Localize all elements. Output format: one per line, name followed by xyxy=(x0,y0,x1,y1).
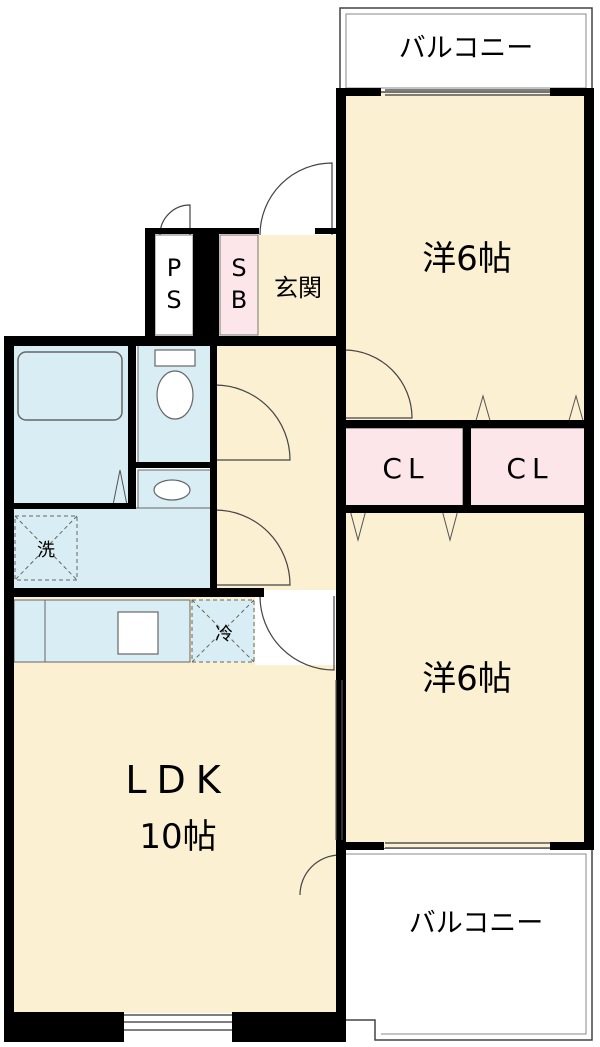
ldk-label: LDK xyxy=(125,758,230,802)
sink-bowl xyxy=(153,479,191,501)
western-room-1 xyxy=(344,93,588,425)
fridge-space xyxy=(191,599,255,663)
closet-2-label: CL xyxy=(506,452,553,485)
bathtub xyxy=(17,351,123,421)
ps-label-s: S xyxy=(166,286,181,314)
bottom-balcony-label: バルコニー xyxy=(409,908,543,939)
bottom-balcony xyxy=(340,847,593,1041)
washer-label: 洗 xyxy=(37,540,55,561)
fridge-label: 冷 xyxy=(215,624,233,645)
closet-2 xyxy=(469,427,589,507)
sb-label-s: S xyxy=(231,254,246,282)
ldk-room xyxy=(10,665,340,1013)
western-room-1-label: 洋6帖 xyxy=(422,239,512,279)
windows xyxy=(120,89,550,1031)
top-balcony xyxy=(339,7,593,93)
sb-label-b: B xyxy=(231,286,247,314)
door-swings xyxy=(159,162,413,896)
entrance-area xyxy=(258,235,340,340)
toilet-tank xyxy=(154,349,196,367)
closet-1 xyxy=(344,427,464,507)
entrance-label: 玄関 xyxy=(274,274,322,302)
ldk-size-label: 10帖 xyxy=(139,817,216,857)
hallway xyxy=(215,340,340,590)
kitchen-counter xyxy=(13,599,191,663)
pipe-space xyxy=(154,234,194,336)
top-balcony-label: バルコニー xyxy=(399,33,533,64)
kitchen-sink xyxy=(117,611,159,655)
sliding-door xyxy=(335,680,343,840)
western-room-2 xyxy=(344,508,588,848)
toilet-bowl xyxy=(156,370,194,420)
western-room-2-label: 洋6帖 xyxy=(422,659,512,699)
shoe-box xyxy=(219,234,259,336)
closet-1-label: CL xyxy=(382,452,429,485)
closet-door-marks xyxy=(112,394,585,542)
washer-space xyxy=(14,515,78,581)
walls xyxy=(4,88,594,1042)
ps-label-p: P xyxy=(167,254,181,282)
